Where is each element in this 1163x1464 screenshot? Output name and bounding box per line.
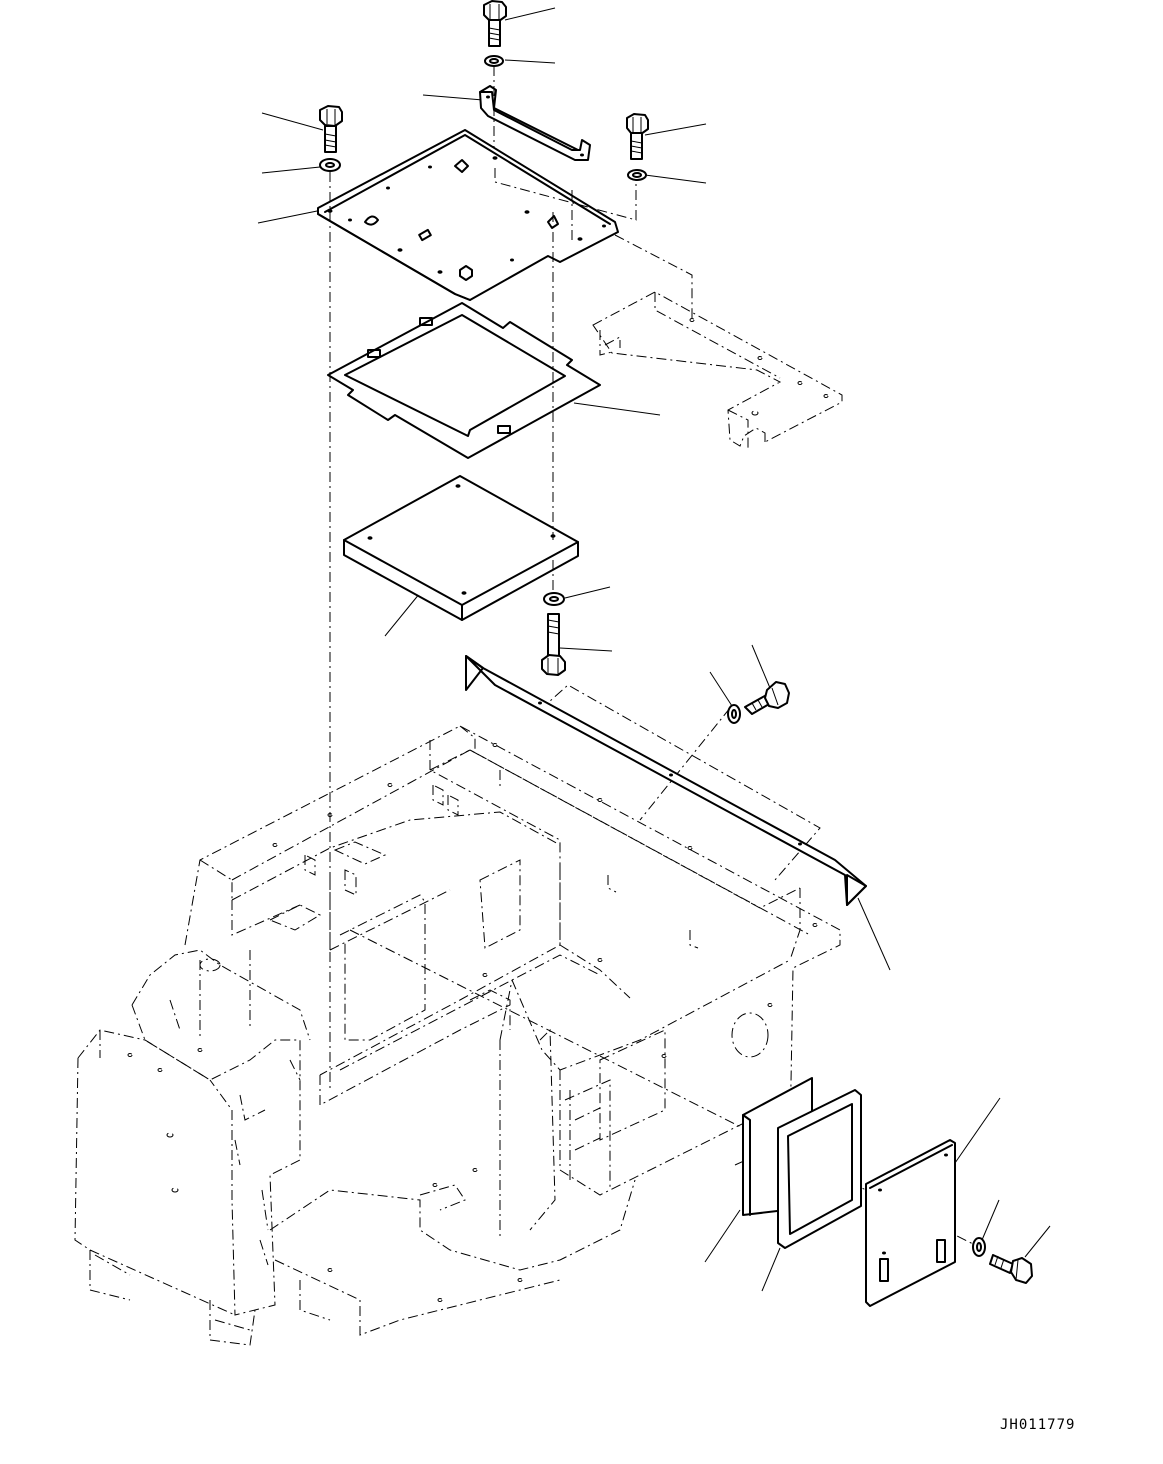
top-washer — [484, 55, 504, 67]
leader-side-gasket — [761, 1247, 781, 1292]
leader-gasket-frame — [573, 402, 661, 416]
leader-side-washer — [709, 671, 733, 707]
leader-right-washer — [644, 174, 707, 184]
left-bolt — [319, 105, 343, 153]
leader-top-bolt — [504, 7, 556, 21]
leader-left-washer — [261, 166, 321, 174]
bracket — [479, 66, 591, 165]
insulation-pad — [343, 475, 579, 621]
right-washer — [627, 169, 647, 181]
leader-top-washer — [504, 59, 556, 64]
leader-bracket — [422, 94, 484, 101]
cover-bolt — [989, 1254, 1033, 1284]
leader-seat-cover-plate — [257, 209, 323, 224]
left-washer — [319, 158, 341, 172]
gasket-frame — [327, 302, 601, 459]
leader-trim-strip — [857, 897, 891, 971]
trim-strip — [465, 655, 867, 906]
right-bolt — [626, 113, 649, 160]
leader-side-bolt — [751, 644, 771, 689]
leader-lines — [257, 7, 1051, 1292]
leader-left-bolt — [261, 112, 324, 131]
leader-cover-bolt — [1024, 1225, 1051, 1258]
mounting-bracket-dashed — [592, 291, 843, 448]
side-bolt — [744, 681, 790, 715]
side-cover — [865, 1139, 956, 1307]
leader-side-pad — [704, 1209, 741, 1263]
leader-lower-bolt — [559, 647, 613, 652]
leader-cover-washer — [981, 1199, 1000, 1241]
side-gasket — [777, 1089, 862, 1249]
seat-cover-plate — [317, 129, 619, 301]
leader-insulation-pad — [384, 592, 421, 637]
main-frame — [74, 725, 841, 1346]
lower-bolt — [541, 613, 566, 676]
top-bolt — [483, 0, 507, 47]
leader-lower-washer — [564, 586, 611, 599]
drawing-code-label: JH011779 — [1000, 1417, 1076, 1433]
side-washer — [727, 704, 741, 724]
leader-side-cover — [954, 1097, 1001, 1164]
leader-right-bolt — [644, 123, 707, 136]
lower-washer — [543, 592, 565, 606]
cover-washer — [972, 1237, 986, 1257]
